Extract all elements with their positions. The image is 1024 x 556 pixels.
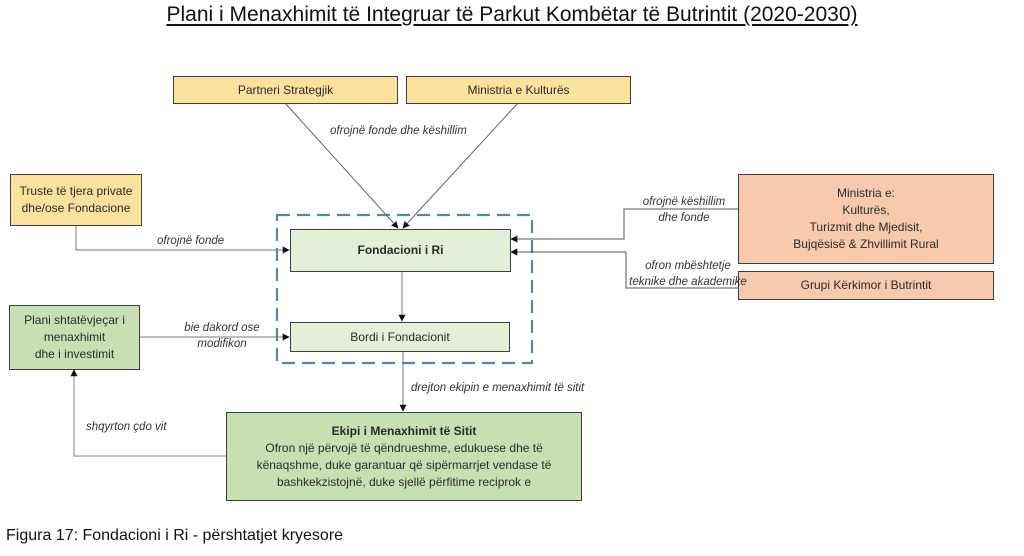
edge-label-tech-support: ofron mbështetje teknike dhe akademike <box>622 258 754 290</box>
edge-label-agree-modify: bie dakord ose modifikon <box>172 320 272 352</box>
node-ministria-e-line-3: Turizmit dhe Mjedisit, <box>809 220 923 234</box>
node-bordi: Bordi i Fondacionit <box>290 322 510 352</box>
node-grupi: Grupi Kërkimor i Butrintit <box>738 271 994 300</box>
edge-label-advice-and-funds: ofrojnë këshillim dhe fonde <box>632 194 736 226</box>
node-ministria-e: Ministria e: Kulturës, Turizmit dhe Mjed… <box>738 174 994 264</box>
node-plani: Plani shtatëvjeçar i menaxhimit dhe i in… <box>9 305 140 370</box>
node-plani-line-1: Plani shtatëvjeçar i <box>24 313 125 327</box>
node-truste-line-2: dhe/ose Fondacione <box>21 201 131 215</box>
foundation-group-boundary <box>275 213 534 365</box>
edge-label-agree-modify-line-2: modifikon <box>197 338 247 350</box>
figure-caption: Figura 17: Fondacioni i Ri - përshtatjet… <box>6 527 344 544</box>
node-truste-line-1: Truste të tjera private <box>19 184 133 198</box>
edge-partneri-to-fondacioni <box>284 102 399 229</box>
edge-label-advice-and-funds-line-1: ofrojnë këshillim <box>642 196 726 208</box>
node-truste: Truste të tjera private dhe/ose Fondacio… <box>10 174 142 226</box>
node-partneri-strategjik: Partneri Strategjik <box>173 76 398 104</box>
node-ministria-kultures: Ministria e Kulturës <box>406 76 631 104</box>
edge-ekipi-to-plani <box>70 369 226 457</box>
node-ekipi-body: Ofron një përvojë të qëndrueshme, edukue… <box>256 440 552 489</box>
edge-label-directs-team: drejton ekipin e menaxhimit të sitit <box>411 382 585 394</box>
node-ministria-e-line-2: Kulturës, <box>842 203 890 217</box>
edge-label-tech-support-line-1: ofron mbështetje <box>645 260 731 272</box>
node-plani-line-2: menaxhimit <box>43 330 106 344</box>
edge-label-reviews-yearly: shqyrton çdo vit <box>86 421 167 433</box>
node-fondacioni-label: Fondacioni i Ri <box>357 243 444 257</box>
node-ekipi-title: Ekipi i Menaxhimit të Sitit <box>331 423 477 438</box>
edge-grupi-to-fondacioni <box>510 248 738 289</box>
node-ekipi: Ekipi i Menaxhimit të Sitit Ofron një pë… <box>226 412 582 501</box>
node-plani-line-3: dhe i investimit <box>34 347 115 361</box>
edge-label-advice-and-funds-line-2: dhe fonde <box>658 212 710 224</box>
edge-ministria-kultures-to-fondacioni <box>402 102 519 229</box>
node-bordi-label: Bordi i Fondacionit <box>350 329 450 344</box>
edge-label-agree-modify-line-1: bie dakord ose <box>184 322 260 334</box>
node-ministria-e-line-4: Bujqësisë & Zhvillimit Rural <box>793 237 939 251</box>
edge-label-funds: ofrojnë fonde <box>157 235 225 247</box>
edge-label-funds-and-advice: ofrojnë fonde dhe këshillim <box>330 125 467 137</box>
node-fondacioni: Fondacioni i Ri <box>290 229 511 272</box>
node-partneri-label: Partneri Strategjik <box>237 82 334 97</box>
node-grupi-label: Grupi Kërkimor i Butrintit <box>800 278 932 292</box>
node-ministria-kultures-label: Ministria e Kulturës <box>467 82 570 97</box>
edge-truste-to-fondacioni <box>75 225 290 254</box>
node-ministria-e-line-1: Ministria e: <box>836 186 895 200</box>
diagram-title: Plani i Menaxhimit të Integruar të Parku… <box>166 3 858 26</box>
edge-ministria-to-fondacioni <box>510 208 738 243</box>
edge-label-tech-support-line-2: teknike dhe akademike <box>629 276 747 288</box>
